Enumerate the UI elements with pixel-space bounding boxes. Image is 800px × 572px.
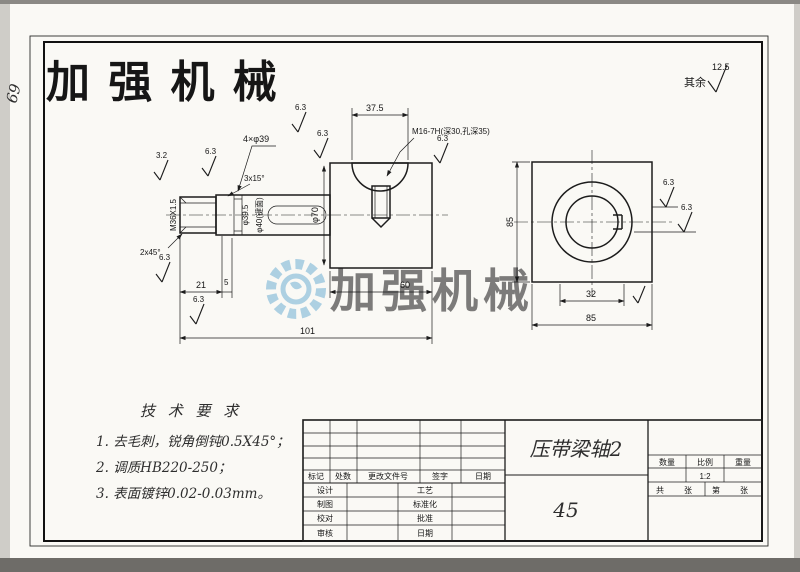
chamfer-3x15: 3x15°: [227, 174, 265, 197]
dim-37-5-value: 37.5: [366, 103, 384, 113]
tech-req-title: 技 术 要 求: [140, 402, 242, 420]
chamfer-3x15-text: 3x15°: [244, 174, 265, 183]
sign-design: 设计: [317, 485, 333, 495]
thread-hole-note-text: M16-7H(深30,孔深35): [412, 127, 490, 136]
rev-header-file: 更改文件号: [368, 471, 408, 481]
sheet-page-unit: 张: [740, 486, 748, 495]
rev-header-count: 处数: [335, 471, 351, 481]
roughness-marks-side: 6.3 6.3: [634, 178, 696, 233]
dim-85h-value: 85: [586, 313, 596, 323]
roughness-icon: [201, 155, 217, 177]
roughness-icon: [433, 142, 449, 164]
rev-header-date: 日期: [475, 472, 491, 481]
dim-shaft-dia: φ40(键面): [254, 197, 264, 233]
sheet-total-unit: 张: [684, 486, 692, 495]
qty-header-scale: 比例: [697, 457, 713, 467]
side-view: 85 32 85 6.3 6.3: [505, 150, 696, 330]
roughness-icon: [707, 64, 728, 93]
margin-handwritten-note: 69: [2, 81, 24, 105]
dim-body-dia: φ70: [310, 207, 320, 223]
sign-approve: 批准: [417, 513, 433, 523]
rev-header-mark: 标记: [308, 471, 324, 481]
dim-21-value: 21: [196, 280, 206, 290]
revision-table: 标记 处数 更改文件号 签字 日期: [303, 420, 505, 484]
technical-requirements: 技 术 要 求 1. 去毛刺，锐角倒钝0.5X45°； 2. 调质HB220-2…: [95, 402, 290, 502]
qty-header-weight: 重量: [735, 457, 751, 467]
sign-craft: 工艺: [417, 486, 433, 495]
outer-circle: [551, 181, 633, 263]
rest-label: 其余: [684, 75, 706, 89]
sign-check: 校对: [317, 513, 333, 523]
title-block: 标记 处数 更改文件号 签字 日期 设计 工艺 制图 标准化 校对 批准 审核 …: [302, 419, 763, 542]
keyway-slot: [613, 214, 623, 230]
gear-logo-icon: [266, 259, 326, 319]
dim-85-horizontal: 85: [531, 284, 653, 330]
roughness-value: 6.3: [317, 129, 329, 138]
top-notch-section: [351, 162, 409, 192]
dim-5-value: 5: [224, 278, 229, 287]
roughness-icon: [189, 303, 205, 325]
qty-scale-block: 数量 比例 重量 1:2 共 张 第 张: [648, 454, 762, 497]
signature-table: 设计 工艺 制图 标准化 校对 批准 审核 日期: [303, 483, 505, 541]
rev-header-sign: 签字: [432, 471, 448, 481]
roughness-icon: [313, 137, 329, 159]
qty-header-quantity: 数量: [659, 457, 675, 467]
front-view: M36X1.5 φ39.5 φ40(键面) φ70 37.5 M16-7H(深3…: [140, 103, 490, 344]
dim-groove-dia: φ39.5: [241, 204, 250, 225]
holes-note-text: 4×φ39: [243, 134, 269, 144]
threaded-hole: [371, 185, 391, 229]
dim-85v-value: 85: [505, 217, 515, 227]
dim-thread-m36: M36X1.5: [169, 198, 178, 231]
rest-roughness-value: 12.5: [712, 62, 730, 72]
roughness-value: 6.3: [681, 203, 693, 212]
cylinder-body: [329, 162, 433, 269]
thread-hole-note: M16-7H(深30,孔深35): [386, 127, 490, 177]
material-value: 45: [552, 498, 578, 522]
dim-32-value: 32: [586, 289, 596, 299]
end-face-square: [531, 161, 653, 283]
tech-req-item-1: 1. 去毛刺，锐角倒钝0.5X45°；: [96, 434, 290, 450]
roughness-icon: [659, 186, 675, 208]
sheet-total-label: 共: [656, 486, 664, 495]
roughness-icon: [677, 211, 693, 233]
scale-value: 1:2: [699, 472, 711, 481]
roughness-value: 6.3: [159, 253, 171, 262]
sign-audit: 审核: [317, 528, 333, 538]
tech-req-item-2: 2. 调质HB220-250；: [95, 460, 231, 476]
roughness-value: 6.3: [193, 295, 205, 304]
red-logo-text: 加 强 机 械: [46, 58, 280, 107]
roughness-marks-front: 6.3 6.3 6.3 3.2 6.3 6.3 6.3: [153, 103, 449, 325]
chamfer-2x45-text: 2x45°: [140, 248, 161, 257]
roughness-value: 3.2: [156, 151, 168, 160]
dim-32: 32: [559, 284, 646, 306]
blue-watermark: 加强机械: [266, 259, 534, 319]
tech-req-item-3: 3. 表面镀锌0.02-0.03mm。: [96, 486, 271, 502]
roughness-icon: [153, 159, 169, 181]
roughness-icon: [291, 111, 307, 133]
watermark-text: 加强机械: [330, 265, 534, 317]
roughness-icon: [155, 261, 171, 283]
roughness-value: 6.3: [437, 134, 449, 143]
dim-60-value: 60: [400, 280, 410, 290]
bore-circle: [565, 195, 619, 249]
dim-85-vertical: 85: [505, 161, 530, 283]
roughness-value: 6.3: [295, 103, 307, 112]
dim-101-value: 101: [300, 326, 315, 336]
roughness-value: 6.3: [205, 147, 217, 156]
sheet-page-label: 第: [712, 485, 720, 495]
sign-date: 日期: [417, 529, 433, 538]
sign-standard: 标准化: [413, 499, 437, 509]
dim-37-5: 37.5: [351, 103, 409, 160]
bottom-dimensions: 21 5 60 101: [179, 236, 433, 344]
part-name-block: 压带梁轴2 45: [505, 437, 648, 522]
holes-note: 4×φ39: [237, 134, 276, 192]
general-roughness-note: 其余 12.5: [684, 62, 730, 93]
roughness-value: 6.3: [663, 178, 675, 187]
sign-draft: 制图: [317, 499, 333, 509]
roughness-icon: [632, 285, 646, 304]
part-name: 压带梁轴2: [530, 437, 623, 461]
